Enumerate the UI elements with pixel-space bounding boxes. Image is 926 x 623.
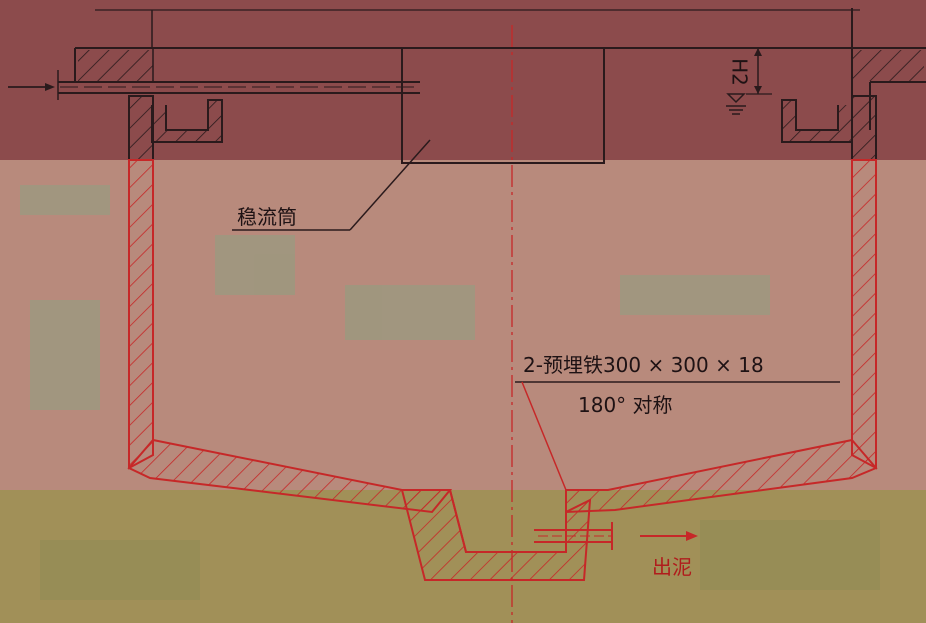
h2-dimension: [746, 48, 772, 95]
right-wall-upper: [851, 95, 877, 161]
sludge-outlet-pipe: [534, 522, 613, 550]
top-slab: [74, 8, 926, 130]
embedded-iron-label: 2-预埋铁300 × 300 × 18: [523, 353, 764, 377]
stilling-tube-leader: [232, 139, 431, 231]
symmetry-label: 180° 对称: [578, 393, 673, 417]
sludge-out-label: 出泥: [652, 555, 692, 579]
embedded-iron-leader: [515, 381, 840, 491]
left-wall: [128, 159, 154, 470]
right-overflow-trough: [781, 99, 853, 143]
inlet-arrow-icon: [8, 83, 55, 91]
hopper-floor-right: [565, 438, 878, 514]
left-overflow-trough: [151, 99, 223, 143]
right-wall: [851, 159, 877, 470]
water-level-icon: [726, 93, 746, 115]
stilling-tube: [401, 47, 605, 164]
sludge-outlet-arrow-icon: [640, 531, 698, 541]
background-patches: [20, 185, 880, 600]
inlet-pipe: [57, 70, 420, 100]
stilling-tube-label: 稳流筒: [237, 205, 297, 229]
hopper-floor-left: [127, 438, 453, 514]
h2-label: H2: [728, 58, 752, 86]
left-wall-upper: [128, 95, 154, 161]
sludge-pit: [400, 489, 592, 581]
